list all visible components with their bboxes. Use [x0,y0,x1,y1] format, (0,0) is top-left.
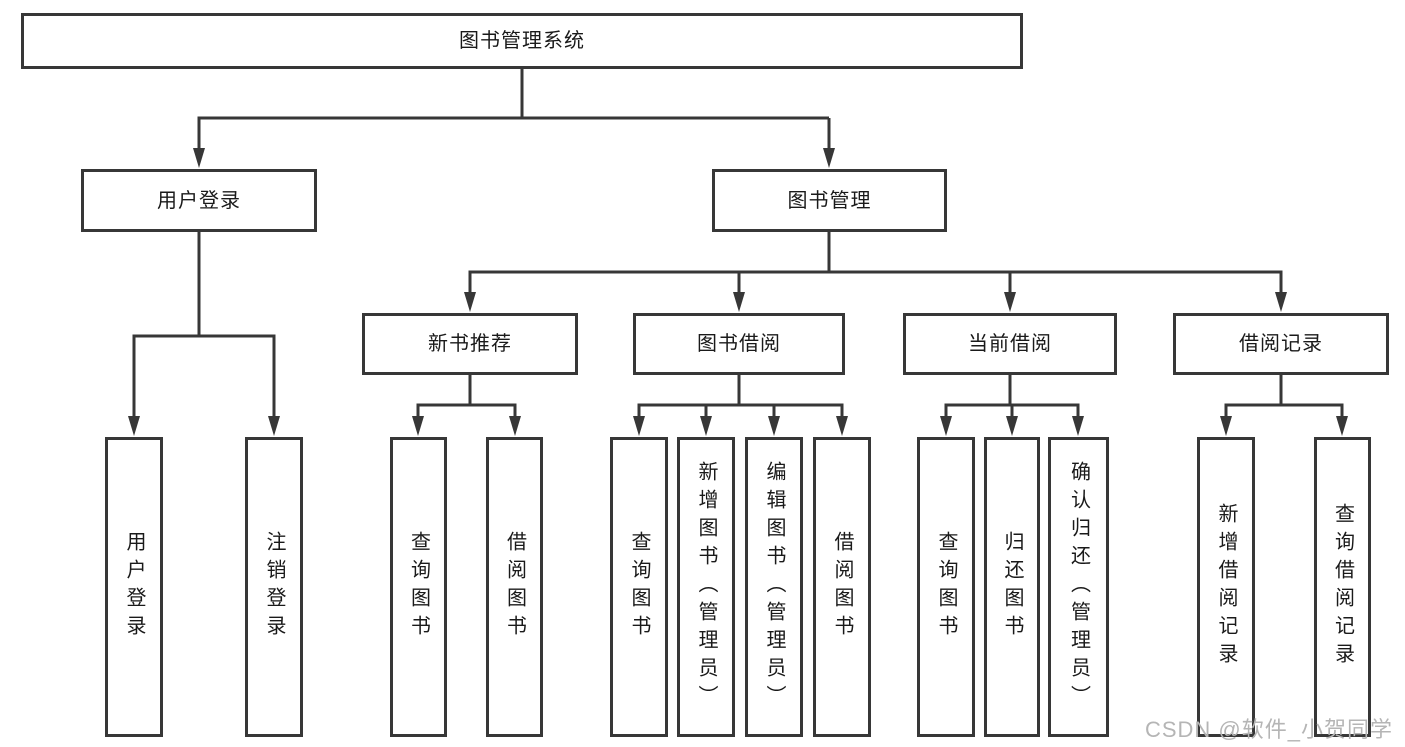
leaf-label: 编辑图书（管理员） [763,461,785,713]
leaf-label: 确认归还（管理员） [1067,461,1090,713]
connector-bookmgmt-to-level3 [468,232,1283,292]
csdn-watermark: CSDN @软件_小贺同学 [1144,717,1393,742]
node-borrow-records: 借阅记录 [1173,313,1389,375]
leaf-label: 查询借阅记录 [1331,503,1354,671]
leaf-query-books-newbooks: 查询图书 [390,437,447,737]
leaf-borrow-books-newbooks: 借阅图书 [486,437,543,737]
leaf-add-borrow-record: 新增借阅记录 [1197,437,1255,737]
node-book-borrow: 图书借阅 [633,313,845,375]
leaf-label: 借阅图书 [831,531,853,643]
leaf-borrow-books: 借阅图书 [813,437,871,737]
leaf-label: 借阅图书 [503,531,526,643]
leaf-confirm-return-admin: 确认归还（管理员） [1048,437,1109,737]
leaf-label: 查询图书 [407,531,430,643]
node-user-login: 用户登录 [81,169,317,232]
leaf-logout: 注销登录 [245,437,303,737]
leaf-edit-books-admin: 编辑图书（管理员） [745,437,803,737]
leaf-label: 新增借阅记录 [1215,503,1237,671]
leaf-add-books-admin: 新增图书（管理员） [677,437,735,737]
node-current-borrow: 当前借阅 [903,313,1117,375]
connector-newbooks-to-leaves [416,375,517,416]
connector-userlogin-to-leaves [132,232,276,416]
node-book-management: 图书管理 [712,169,947,232]
connector-bookborrow-to-leaves [637,375,844,416]
connector-root-to-level2 [197,69,831,148]
node-library-system: 图书管理系统 [21,13,1023,69]
leaf-label: 归还图书 [1001,531,1023,643]
leaf-query-books-borrow: 查询图书 [610,437,668,737]
leaf-return-books: 归还图书 [984,437,1040,737]
leaf-label: 新增图书（管理员） [695,461,717,713]
leaf-label: 用户登录 [123,531,145,643]
leaf-label: 查询图书 [935,531,957,643]
node-new-book-recommend: 新书推荐 [362,313,578,375]
leaf-user-login: 用户登录 [105,437,163,737]
leaf-label: 注销登录 [263,531,285,643]
leaf-label: 查询图书 [628,531,650,643]
connector-currentborrow-to-leaves [944,375,1080,416]
leaf-query-borrow-record: 查询借阅记录 [1314,437,1371,737]
leaf-query-books-current: 查询图书 [917,437,975,737]
connector-records-to-leaves [1224,375,1344,416]
